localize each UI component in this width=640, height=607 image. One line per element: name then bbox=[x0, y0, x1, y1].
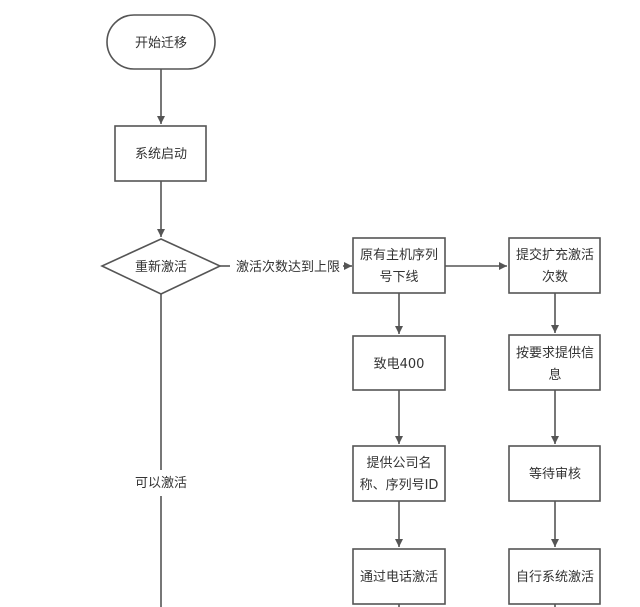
can-activate-label: 可以激活 bbox=[135, 476, 187, 491]
limit-reached-label: 激活次数达到上限 bbox=[236, 259, 340, 275]
phone-activate-process-node bbox=[352, 548, 446, 605]
offline-label-line2: 号下线 bbox=[379, 270, 418, 285]
self-activate-process-node bbox=[508, 548, 601, 605]
provide-label-line1: 提供公司名 bbox=[366, 455, 431, 471]
review-label: 等待审核 bbox=[529, 466, 581, 482]
start-label: 开始迁移 bbox=[135, 36, 187, 51]
self-activate-label: 自行系统激活 bbox=[516, 570, 594, 585]
edge-labels: 激活次数达到上限 可以激活 bbox=[135, 259, 340, 491]
provide-label-line2: 称、序列号ID bbox=[360, 478, 439, 493]
nodes bbox=[100, 14, 601, 605]
edges bbox=[157, 69, 559, 607]
call-label: 致电400 bbox=[374, 357, 425, 372]
info-label-line2: 息 bbox=[548, 367, 561, 383]
node-labels: 开始迁移 系统启动 重新激活 原有主机序列 号下线 致电400 提供公司名 称、… bbox=[135, 36, 594, 585]
reactivate-label: 重新激活 bbox=[135, 259, 187, 275]
extend-process-node bbox=[508, 237, 601, 294]
review-process-node bbox=[508, 445, 601, 502]
start-terminal-node bbox=[106, 14, 216, 70]
boot-process-node bbox=[114, 125, 207, 182]
phone-activate-label: 通过电话激活 bbox=[360, 570, 438, 585]
provide-process-node bbox=[352, 445, 446, 502]
offline-label-line1: 原有主机序列 bbox=[360, 248, 438, 263]
info-label-line1: 按要求提供信 bbox=[516, 345, 594, 361]
boot-label: 系统启动 bbox=[135, 147, 187, 162]
extend-label-line1: 提交扩充激活 bbox=[516, 247, 594, 263]
offline-process-node bbox=[352, 237, 446, 294]
reactivate-decision-node bbox=[100, 238, 222, 295]
call-process-node bbox=[352, 335, 446, 391]
info-process-node bbox=[508, 334, 601, 391]
extend-label-line2: 次数 bbox=[542, 269, 568, 285]
